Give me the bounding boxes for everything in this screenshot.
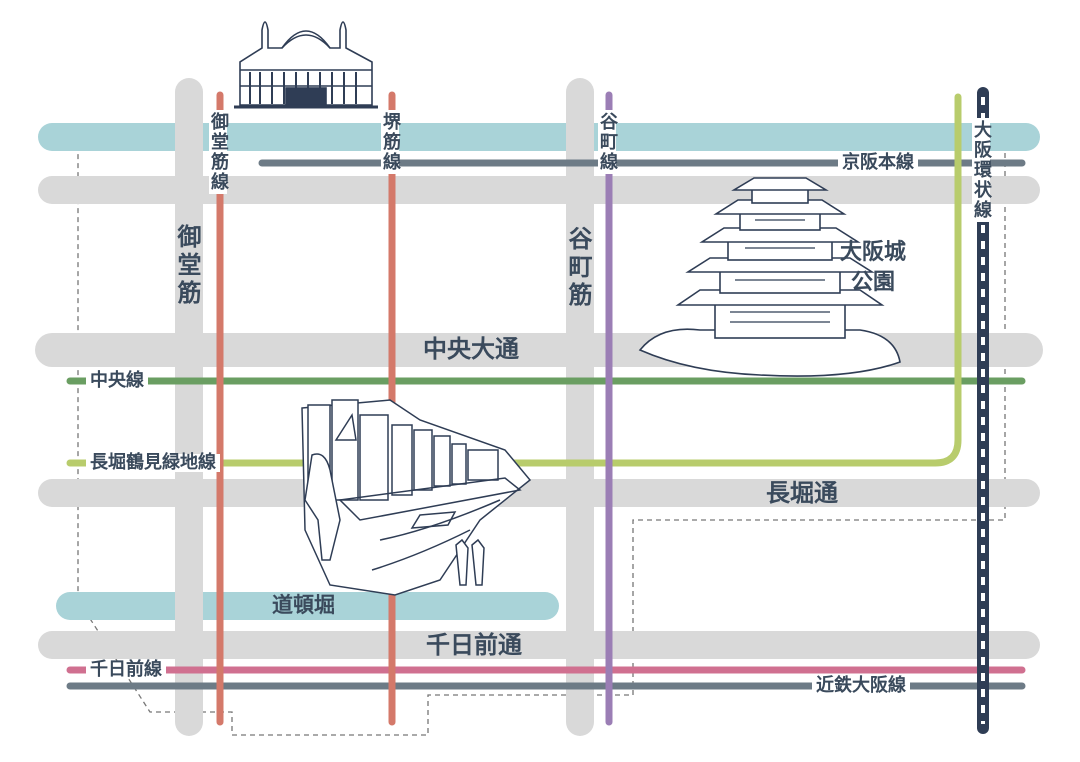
osaka-castle-illustration [638,177,901,377]
line-label-chuo-line: 中央線 [86,372,148,390]
central-public-hall-illustration [234,21,378,109]
line-label-keihan-main-line: 京阪本線 [838,154,918,172]
road-label-chuo-odori: 中央大通 [415,337,527,361]
line-label-tanimachi-line: 谷町線 [597,110,618,174]
line-label-nagahori-tsurumi-ryokuchi-line: 長堀鶴見緑地線 [86,454,220,472]
road-label-midosuji: 御堂筋 [173,220,201,312]
line-label-osaka-loop-line: 大阪環状線 [971,118,992,222]
river-label-dotonbori: 道頓堀 [268,595,339,616]
dotonbori-canal-illustration [301,399,532,596]
roads [35,78,1043,736]
line-label-sakaisuji-line: 堺筋線 [380,110,401,174]
area-boundary [77,134,1006,736]
road-label-sennichimae-dori: 千日前通 [420,633,528,657]
line-label-sennichimae-line: 千日前線 [86,661,166,679]
road-label-tanimachi-suji: 谷町筋 [564,222,592,314]
line-label-kintetsu-osaka-line: 近鉄大阪線 [812,677,910,695]
nagahori-tsurumi-ryokuchi-line [66,93,962,467]
road-label-nagahori-dori: 長堀通 [760,481,844,505]
line-label-midosuji-line: 御堂筋線 [208,110,229,194]
area-label-osaka-castle-park: 大阪城 公園 [840,240,907,295]
